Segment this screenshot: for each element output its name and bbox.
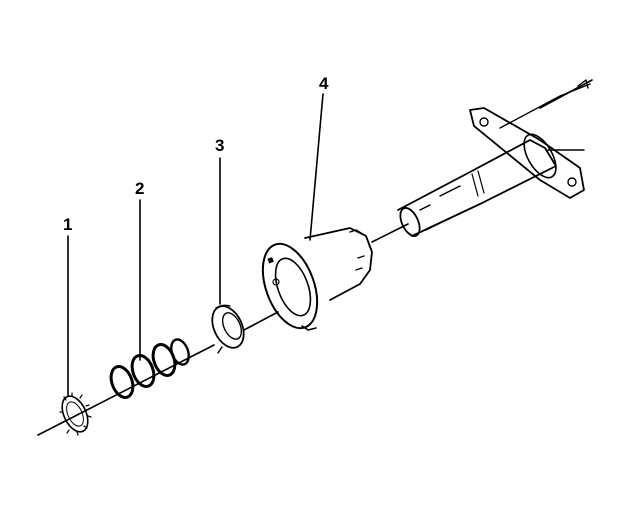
- retaining-ring-part: [211, 304, 245, 354]
- callout-2: 2: [135, 179, 144, 198]
- column-shaft-part: [397, 79, 591, 237]
- callout-1: 1: [63, 215, 72, 234]
- callout-4: 4: [319, 74, 329, 93]
- star-washer-part: [59, 392, 92, 436]
- coil-spring-part: [109, 338, 190, 399]
- callout-3: 3: [215, 136, 224, 155]
- housing-cup-part: [261, 227, 373, 331]
- leader-lines: [67, 93, 324, 397]
- axis-line: [37, 79, 593, 436]
